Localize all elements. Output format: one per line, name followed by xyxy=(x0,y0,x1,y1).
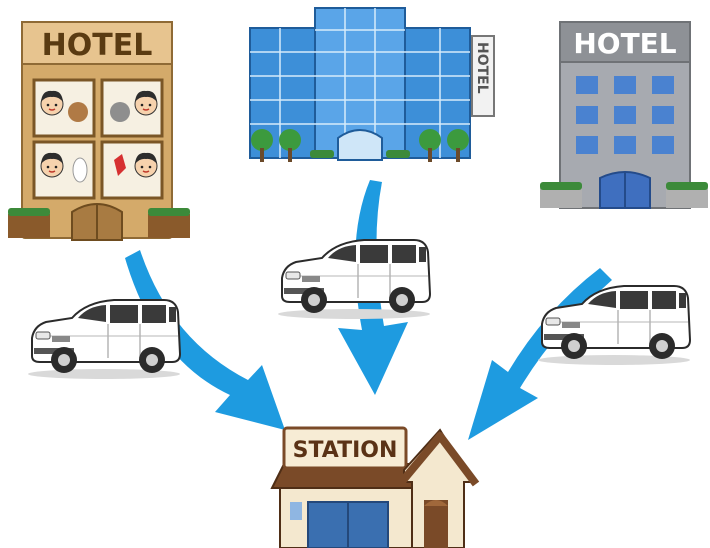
minivan-icon xyxy=(277,239,431,320)
station-sign: STATION xyxy=(293,438,398,463)
curved-arrow-icon xyxy=(125,250,285,430)
curved-arrow-icon xyxy=(468,268,612,440)
family-hotel-icon: HOTEL xyxy=(8,21,190,241)
glass-tower-hotel-icon: HOTEL xyxy=(249,7,495,162)
hotel-sign-center: HOTEL xyxy=(474,42,490,94)
station-building-icon: STATION xyxy=(270,426,480,548)
hotel-sign-right: HOTEL xyxy=(573,27,676,60)
hotel-sign-left: HOTEL xyxy=(42,28,153,63)
minivan-icon xyxy=(537,285,691,366)
business-hotel-icon: HOTEL xyxy=(540,21,708,209)
minivan-icon xyxy=(27,299,181,380)
